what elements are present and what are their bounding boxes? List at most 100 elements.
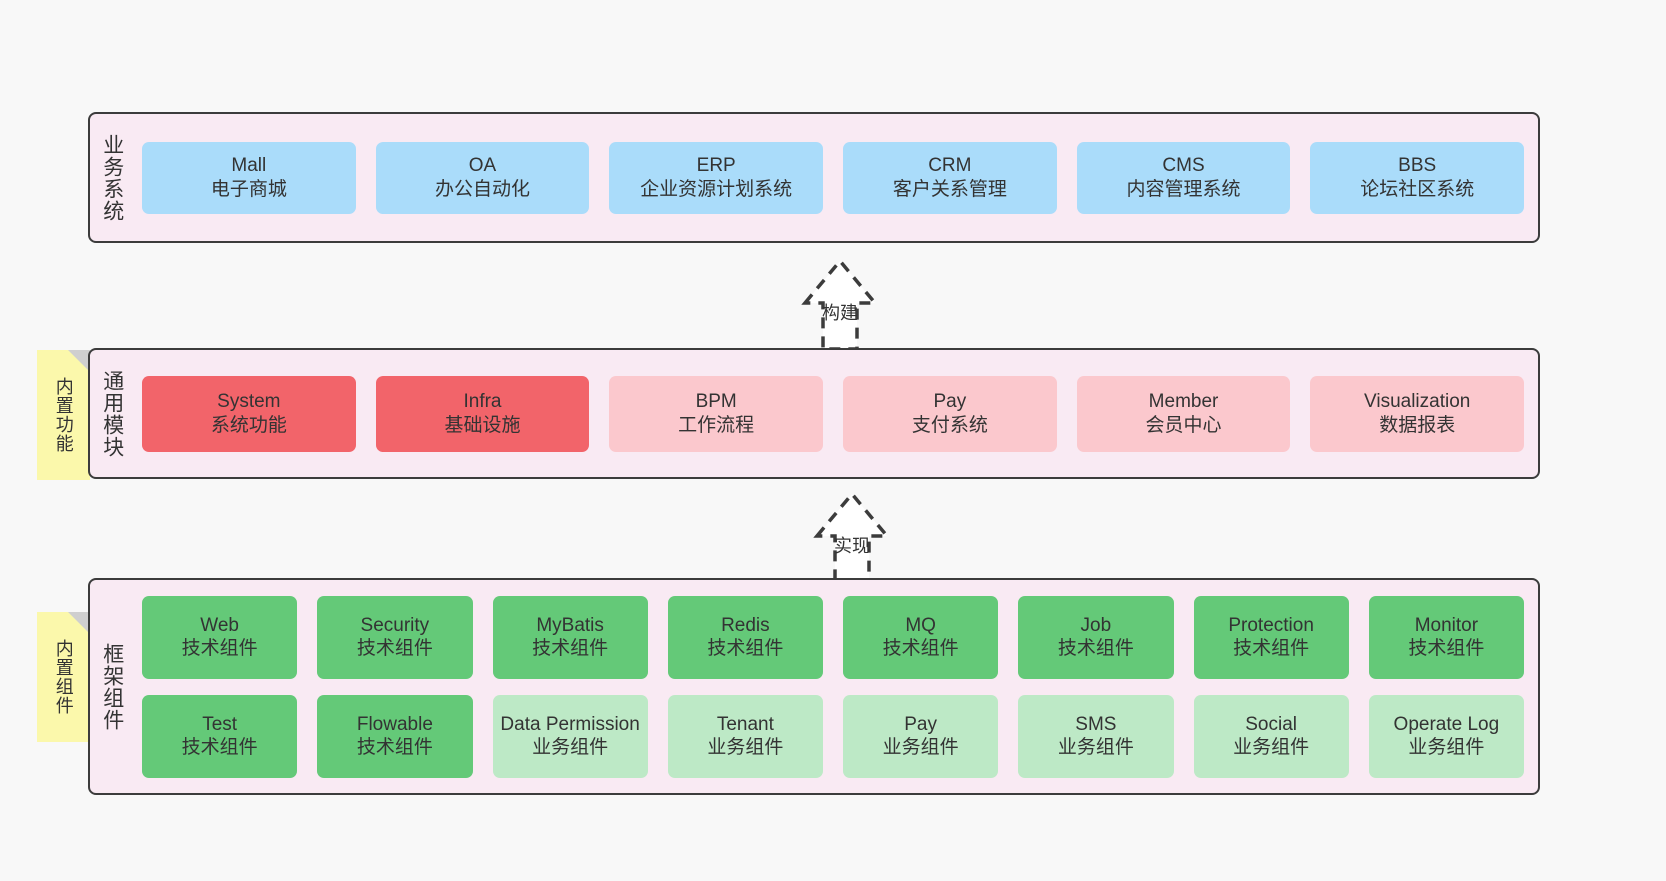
card-member[interactable]: Member 会员中心 [1076,375,1291,452]
connector-implement-label: 实现 [834,536,870,556]
card-cms[interactable]: CMS 内容管理系统 [1076,141,1291,214]
card-mybatis-name: MyBatis [536,614,604,636]
card-pay-module-name: Pay [933,391,967,413]
sticky-note-builtin-features-label: 内置功能 [53,377,74,453]
card-bpm[interactable]: BPM 工作流程 [609,375,824,452]
card-social[interactable]: Social 业务组件 [1193,694,1349,778]
card-oa-desc: 办公自动化 [435,178,531,200]
card-member-desc: 会员中心 [1145,414,1222,436]
dashed-hollow-arrow-up-icon [801,258,879,351]
card-mall-name: Mall [231,155,267,177]
layer-general-module-body: System 系统功能 Infra 基础设施 BPM 工作流程 Pay 支付系统… [134,350,1538,477]
card-system[interactable]: System 系统功能 [142,375,356,452]
card-sms-desc: 业务组件 [1057,737,1134,758]
card-erp[interactable]: ERP 企业资源计划系统 [609,141,824,214]
card-mq-desc: 技术组件 [882,638,959,659]
card-mall-desc: 电子商城 [210,178,287,200]
card-test-name: Test [202,713,238,735]
card-redis-desc: 技术组件 [707,638,784,659]
connector-build-label: 构建 [822,303,858,323]
card-cms-name: CMS [1162,155,1205,177]
card-job-desc: 技术组件 [1057,638,1134,659]
card-data-permission-name: Data Permission [500,713,640,735]
card-tenant-name: Tenant [716,713,774,735]
card-web[interactable]: Web 技术组件 [142,595,298,679]
card-data-permission[interactable]: Data Permission 业务组件 [492,694,648,778]
card-infra-desc: 基础设施 [444,414,521,436]
card-crm-name: CRM [928,155,972,177]
card-pay-component[interactable]: Pay 业务组件 [843,694,999,778]
card-sms[interactable]: SMS 业务组件 [1018,694,1174,778]
layer-framework-component-label: 框架组件 [100,642,124,731]
card-bpm-desc: 工作流程 [678,414,755,436]
card-mall[interactable]: Mall 电子商城 [142,141,356,214]
card-social-desc: 业务组件 [1233,737,1310,758]
card-mq[interactable]: MQ 技术组件 [843,595,999,679]
card-monitor[interactable]: Monitor 技术组件 [1368,595,1524,679]
layer-business-system: 业务系统 Mall 电子商城 OA 办公自动化 ERP 企业资源计划系统 CRM [88,112,1540,243]
card-infra[interactable]: Infra 基础设施 [375,375,590,452]
card-protection[interactable]: Protection 技术组件 [1193,595,1349,679]
card-cms-desc: 内容管理系统 [1126,178,1241,200]
module-card-row: System 系统功能 Infra 基础设施 BPM 工作流程 Pay 支付系统… [142,375,1525,452]
card-visualization-desc: 数据报表 [1379,414,1456,436]
card-mybatis[interactable]: MyBatis 技术组件 [492,595,648,679]
card-job-name: Job [1080,614,1112,636]
card-member-name: Member [1148,391,1219,413]
card-pay-component-desc: 业务组件 [882,737,959,758]
dashed-hollow-arrow-up-icon [813,491,891,584]
card-erp-desc: 企业资源计划系统 [640,178,793,200]
card-pay-module[interactable]: Pay 支付系统 [843,375,1057,452]
card-operate-log-desc: 业务组件 [1408,737,1485,758]
card-operate-log-name: Operate Log [1393,713,1500,735]
card-bpm-name: BPM [695,391,737,413]
card-crm-desc: 客户关系管理 [892,178,1007,200]
card-infra-name: Infra [463,391,502,413]
card-visualization[interactable]: Visualization 数据报表 [1310,375,1525,452]
card-tenant[interactable]: Tenant 业务组件 [667,694,823,778]
card-job[interactable]: Job 技术组件 [1018,595,1174,679]
card-oa[interactable]: OA 办公自动化 [375,141,590,214]
card-visualization-name: Visualization [1364,391,1471,413]
sticky-note-builtin-features: 内置功能 [37,350,90,480]
business-card-row: Mall 电子商城 OA 办公自动化 ERP 企业资源计划系统 CRM 客户关系… [142,141,1525,214]
card-test-desc: 技术组件 [181,737,258,758]
card-monitor-name: Monitor [1414,614,1479,636]
framework-card-row-2: Test 技术组件 Flowable 技术组件 Data Permission … [142,694,1524,778]
connector-implement: 实现 [772,486,932,584]
layer-business-system-body: Mall 电子商城 OA 办公自动化 ERP 企业资源计划系统 CRM 客户关系… [134,114,1538,241]
card-oa-name: OA [468,155,497,177]
card-erp-name: ERP [696,155,736,177]
card-test[interactable]: Test 技术组件 [142,694,298,778]
card-social-name: Social [1245,713,1297,735]
framework-card-row-1: Web 技术组件 Security 技术组件 MyBatis 技术组件 Redi… [142,595,1524,679]
layer-general-module: 通用模块 System 系统功能 Infra 基础设施 BPM 工作流程 Pay [88,348,1540,479]
card-operate-log[interactable]: Operate Log 业务组件 [1368,694,1524,778]
card-bbs[interactable]: BBS 论坛社区系统 [1310,141,1525,214]
card-data-permission-desc: 业务组件 [532,737,609,758]
card-system-desc: 系统功能 [210,414,287,436]
sticky-note-builtin-components: 内置组件 [37,612,90,742]
card-protection-name: Protection [1228,614,1314,636]
sticky-fold-corner-icon [68,612,90,634]
card-security[interactable]: Security 技术组件 [317,595,473,679]
card-bbs-name: BBS [1398,155,1437,177]
card-sms-name: SMS [1075,713,1117,735]
layer-business-system-label: 业务系统 [100,133,124,222]
card-redis[interactable]: Redis 技术组件 [667,595,823,679]
layer-framework-component-body: Web 技术组件 Security 技术组件 MyBatis 技术组件 Redi… [134,580,1538,793]
card-pay-module-desc: 支付系统 [911,414,988,436]
card-web-desc: 技术组件 [181,638,258,659]
card-flowable-name: Flowable [356,713,433,735]
card-flowable[interactable]: Flowable 技术组件 [317,694,473,778]
card-pay-component-name: Pay [904,713,937,735]
card-system-name: System [217,391,281,413]
card-bbs-desc: 论坛社区系统 [1360,178,1475,200]
card-mq-name: MQ [905,614,936,636]
card-crm[interactable]: CRM 客户关系管理 [843,141,1057,214]
layer-framework-component: 框架组件 Web 技术组件 Security 技术组件 MyBatis 技术组件… [88,578,1540,795]
layer-general-module-label: 通用模块 [100,369,124,458]
sticky-fold-corner-icon [68,350,90,372]
card-security-name: Security [360,614,430,636]
